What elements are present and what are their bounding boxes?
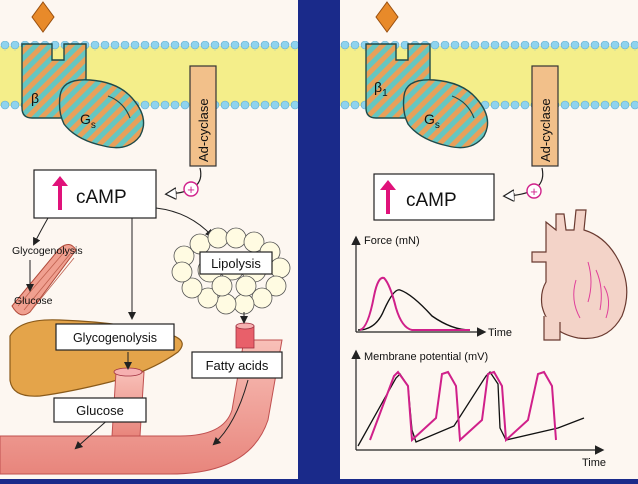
right-plus-badge	[526, 183, 542, 199]
left-arrow-to-muscle	[33, 217, 49, 246]
right-gs-protein: Gs	[402, 79, 489, 149]
force-plot: Force (mN) Time	[351, 235, 512, 339]
left-camp-up-arrow	[52, 176, 68, 210]
fatty-acids-box	[191, 351, 283, 379]
heart-illustration	[531, 209, 628, 341]
left-gs-protein: Gs	[58, 79, 145, 149]
muscle-glucose-label: Glucose	[14, 295, 53, 307]
right-camp-box: cAMP	[373, 173, 495, 221]
liver: Glycogenolysis	[9, 319, 183, 397]
force-xlabel: Time	[488, 327, 512, 339]
left-plus-badge	[183, 181, 199, 197]
liver-glycogenolysis-label: Glycogenolysis	[73, 331, 157, 345]
force-trace-control	[357, 289, 471, 331]
membrane-xlabel: Time	[582, 457, 606, 469]
left-panel: β Gs Ad-cyclase + cAMP	[0, 0, 298, 479]
adipose-tissue: Lipolysis	[171, 227, 291, 315]
muscle-glycogenolysis-label: Glycogenolysis	[12, 245, 83, 257]
liver-glucose-label: Glucose	[76, 403, 124, 418]
right-ligand-diamond	[375, 1, 399, 33]
membrane-potential-plot: Membrane potential (mV) Time	[351, 349, 606, 469]
membrane-ylabel: Membrane potential (mV)	[364, 351, 488, 363]
potential-trace-stimulated	[369, 370, 557, 443]
left-adenylyl-cyclase: Ad-cyclase	[189, 65, 217, 167]
left-arrow-to-fat	[155, 207, 214, 238]
left-adcyclase-label: Ad-cyclase	[196, 98, 211, 162]
panel-divider	[298, 0, 340, 479]
left-camp-box: cAMP	[33, 169, 157, 219]
muscle-tissue: Glycogenolysis Glucose	[11, 244, 83, 316]
left-receptor-label: β	[31, 90, 39, 106]
right-camp-label: cAMP	[406, 190, 457, 211]
liver-glucose-box	[53, 397, 147, 423]
left-gs-label: Gs	[80, 111, 96, 131]
force-ylabel: Force (mN)	[364, 235, 420, 247]
lipolysis-label: Lipolysis	[211, 256, 261, 271]
left-camp-label: cAMP	[76, 187, 127, 208]
left-plus-sign: +	[187, 182, 195, 197]
right-gs-label: Gs	[424, 111, 440, 131]
right-panel: β1 Gs Ad-cyclase + cAMP Fo	[340, 0, 638, 479]
left-ligand-diamond	[31, 1, 55, 33]
right-plus-sign: +	[530, 184, 538, 199]
right-adenylyl-cyclase: Ad-cyclase	[531, 65, 559, 167]
right-receptor-label: β1	[374, 79, 388, 99]
fatty-acids-label: Fatty acids	[206, 358, 269, 373]
right-camp-up-arrow	[380, 180, 396, 214]
force-trace-stimulated	[359, 276, 470, 331]
right-adcyclase-label: Ad-cyclase	[538, 98, 553, 162]
